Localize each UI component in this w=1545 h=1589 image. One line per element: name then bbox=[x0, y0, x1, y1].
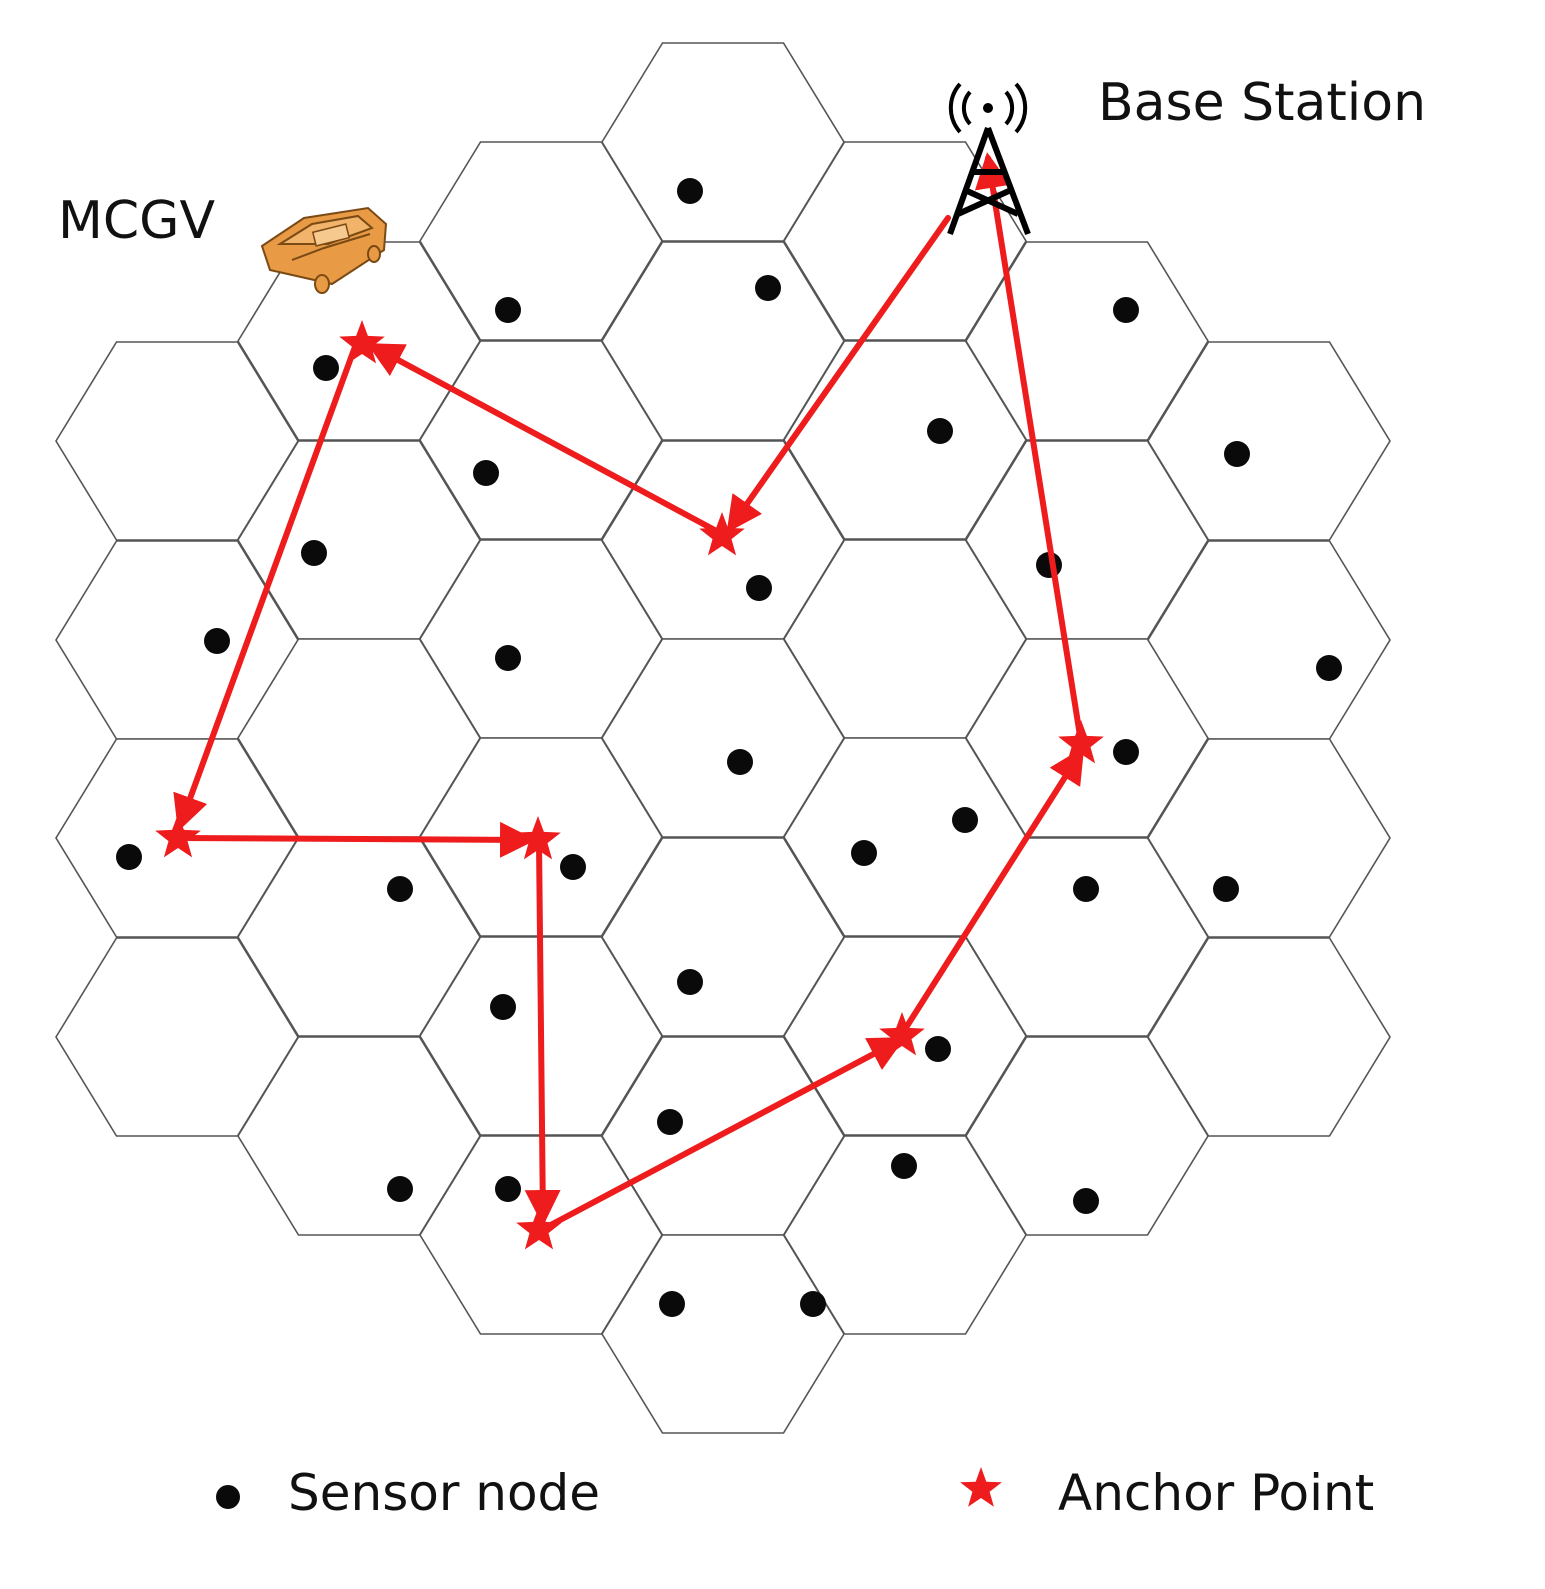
base-station-label: Base Station bbox=[1098, 73, 1426, 133]
sensor-node-18 bbox=[116, 844, 142, 870]
sensor-node-26 bbox=[657, 1109, 683, 1135]
mcgv-label: MCGV bbox=[58, 191, 215, 251]
anchor-point-0 bbox=[339, 320, 385, 364]
route-segment-0 bbox=[726, 215, 951, 533]
route-segment-7 bbox=[974, 152, 1084, 745]
route-segment-4 bbox=[524, 839, 561, 1226]
sensor-node-27 bbox=[891, 1153, 917, 1179]
route-segment-2 bbox=[173, 341, 359, 832]
sensor-node-22 bbox=[1213, 876, 1239, 902]
radio-tower-icon bbox=[947, 82, 1031, 236]
hex-cell-35 bbox=[1147, 738, 1391, 938]
sensor-node-19 bbox=[560, 854, 586, 880]
legend-anchor-point-label: Anchor Point bbox=[1058, 1464, 1374, 1522]
sensor-node-12 bbox=[495, 645, 521, 671]
sensor-node-16 bbox=[952, 807, 978, 833]
sensor-node-9 bbox=[746, 575, 772, 601]
sensor-node-23 bbox=[677, 969, 703, 995]
sensor-node-13 bbox=[1316, 655, 1342, 681]
anchor-point-2 bbox=[155, 814, 201, 858]
route-segment-3 bbox=[177, 821, 536, 858]
route-segment-6 bbox=[899, 746, 1085, 1037]
anchor-point-1 bbox=[699, 512, 745, 556]
anchor-point-3 bbox=[515, 816, 561, 860]
anchor-points bbox=[155, 320, 1104, 1250]
sensor-node-3 bbox=[313, 355, 339, 381]
hexagonal-cell-grid bbox=[55, 42, 1391, 1434]
legend-sensor-node-label: Sensor node bbox=[288, 1464, 600, 1522]
sensor-node-4 bbox=[1113, 297, 1139, 323]
car-icon bbox=[260, 206, 388, 294]
sensor-node-29 bbox=[495, 1176, 521, 1202]
sensor-node-21 bbox=[1073, 876, 1099, 902]
hex-cell-36 bbox=[1147, 937, 1391, 1137]
sensor-node-2 bbox=[495, 297, 521, 323]
hex-cell-33 bbox=[1147, 341, 1391, 541]
sensor-node-28 bbox=[387, 1176, 413, 1202]
sensor-node-7 bbox=[473, 460, 499, 486]
sensor-node-1 bbox=[755, 275, 781, 301]
anchor-point-6 bbox=[1058, 720, 1104, 764]
sensor-node-31 bbox=[659, 1291, 685, 1317]
sensor-node-8 bbox=[301, 540, 327, 566]
sensor-node-32 bbox=[800, 1291, 826, 1317]
sensor-node-6 bbox=[1224, 441, 1250, 467]
sensor-node-17 bbox=[851, 840, 877, 866]
sensor-node-5 bbox=[927, 418, 953, 444]
sensor-node-30 bbox=[1073, 1188, 1099, 1214]
sensor-node-15 bbox=[1113, 739, 1139, 765]
anchor-point-5 bbox=[879, 1012, 925, 1056]
route-segment-5 bbox=[542, 1037, 906, 1231]
dot-icon bbox=[216, 1485, 240, 1509]
sensor-nodes bbox=[116, 178, 1342, 1317]
sensor-node-20 bbox=[387, 876, 413, 902]
mcgv-route bbox=[173, 152, 1085, 1231]
sensor-node-24 bbox=[490, 994, 516, 1020]
sensor-node-14 bbox=[727, 749, 753, 775]
sensor-node-0 bbox=[677, 178, 703, 204]
route-segment-1 bbox=[366, 343, 725, 537]
star-icon bbox=[960, 1467, 1002, 1507]
legend: Sensor node Anchor Point bbox=[216, 1464, 1374, 1522]
sensor-node-25 bbox=[925, 1036, 951, 1062]
anchor-point-4 bbox=[516, 1206, 562, 1250]
sensor-node-11 bbox=[204, 628, 230, 654]
